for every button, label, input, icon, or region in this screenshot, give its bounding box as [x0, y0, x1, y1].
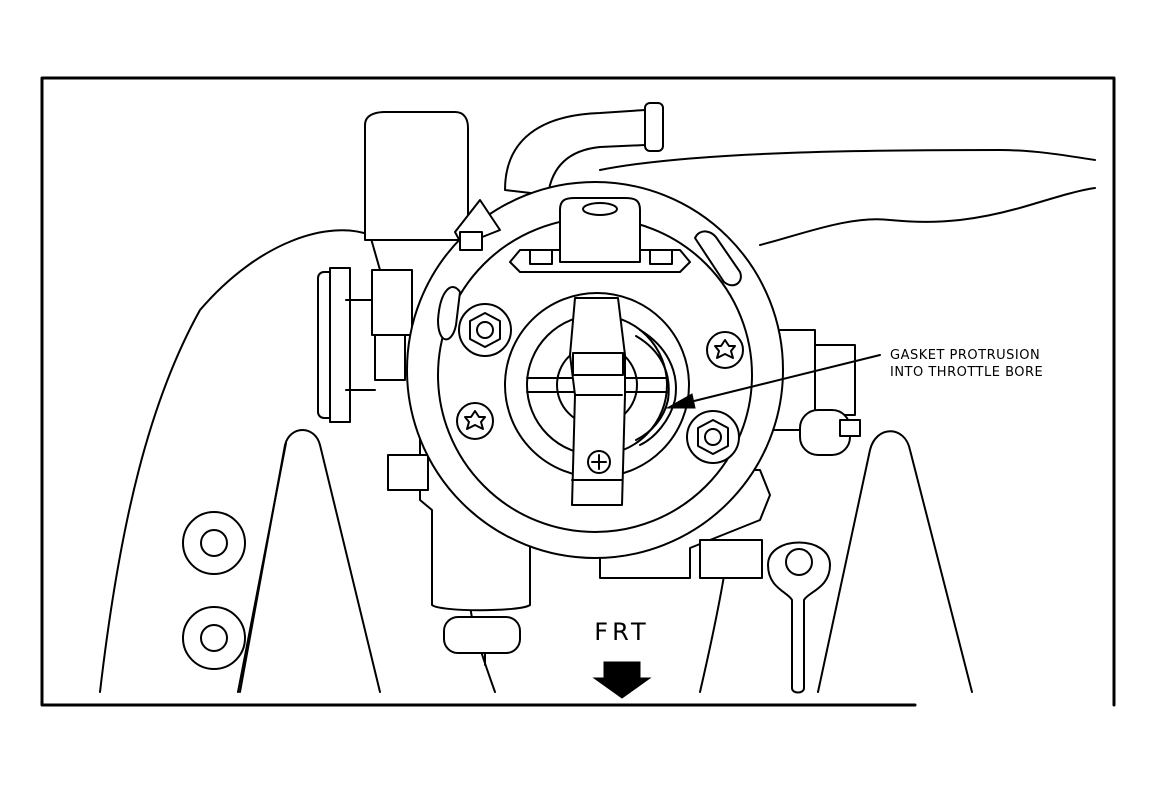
torx-screw-upper-right [706, 331, 744, 369]
manifold-runners [237, 429, 973, 693]
callout-label-line2: INTO THROTTLE BORE [890, 365, 1043, 380]
flange-bolt-upper-left [458, 303, 512, 357]
lifting-bracket [767, 541, 831, 694]
flange-slot-upper-right [694, 230, 742, 287]
flange-bolt-lower-right [686, 410, 740, 464]
front-direction-indicator: FRT [592, 618, 652, 699]
idle-air-housing [364, 111, 469, 381]
figure-frame [40, 76, 1116, 707]
down-arrow-icon [592, 661, 652, 699]
callout-leader-line [689, 354, 881, 403]
torx-screw-lower-left [456, 402, 494, 440]
throttle-pulley [317, 267, 376, 423]
vacuum-tube [504, 102, 664, 196]
callout-label-line1: GASKET PROTRUSION [890, 348, 1040, 363]
manifold-stud-lower [182, 606, 246, 670]
flange-slot-left [437, 286, 461, 341]
manifold-stud-upper [182, 511, 246, 575]
sensor-connector [509, 197, 691, 273]
gasket-callout: GASKET PROTRUSION INTO THROTTLE BORE [665, 348, 1043, 409]
throttle-lever [569, 297, 626, 506]
direction-label: FRT [594, 618, 649, 646]
intake-manifold-outline [99, 149, 1096, 693]
callout-arrowhead [665, 393, 696, 409]
